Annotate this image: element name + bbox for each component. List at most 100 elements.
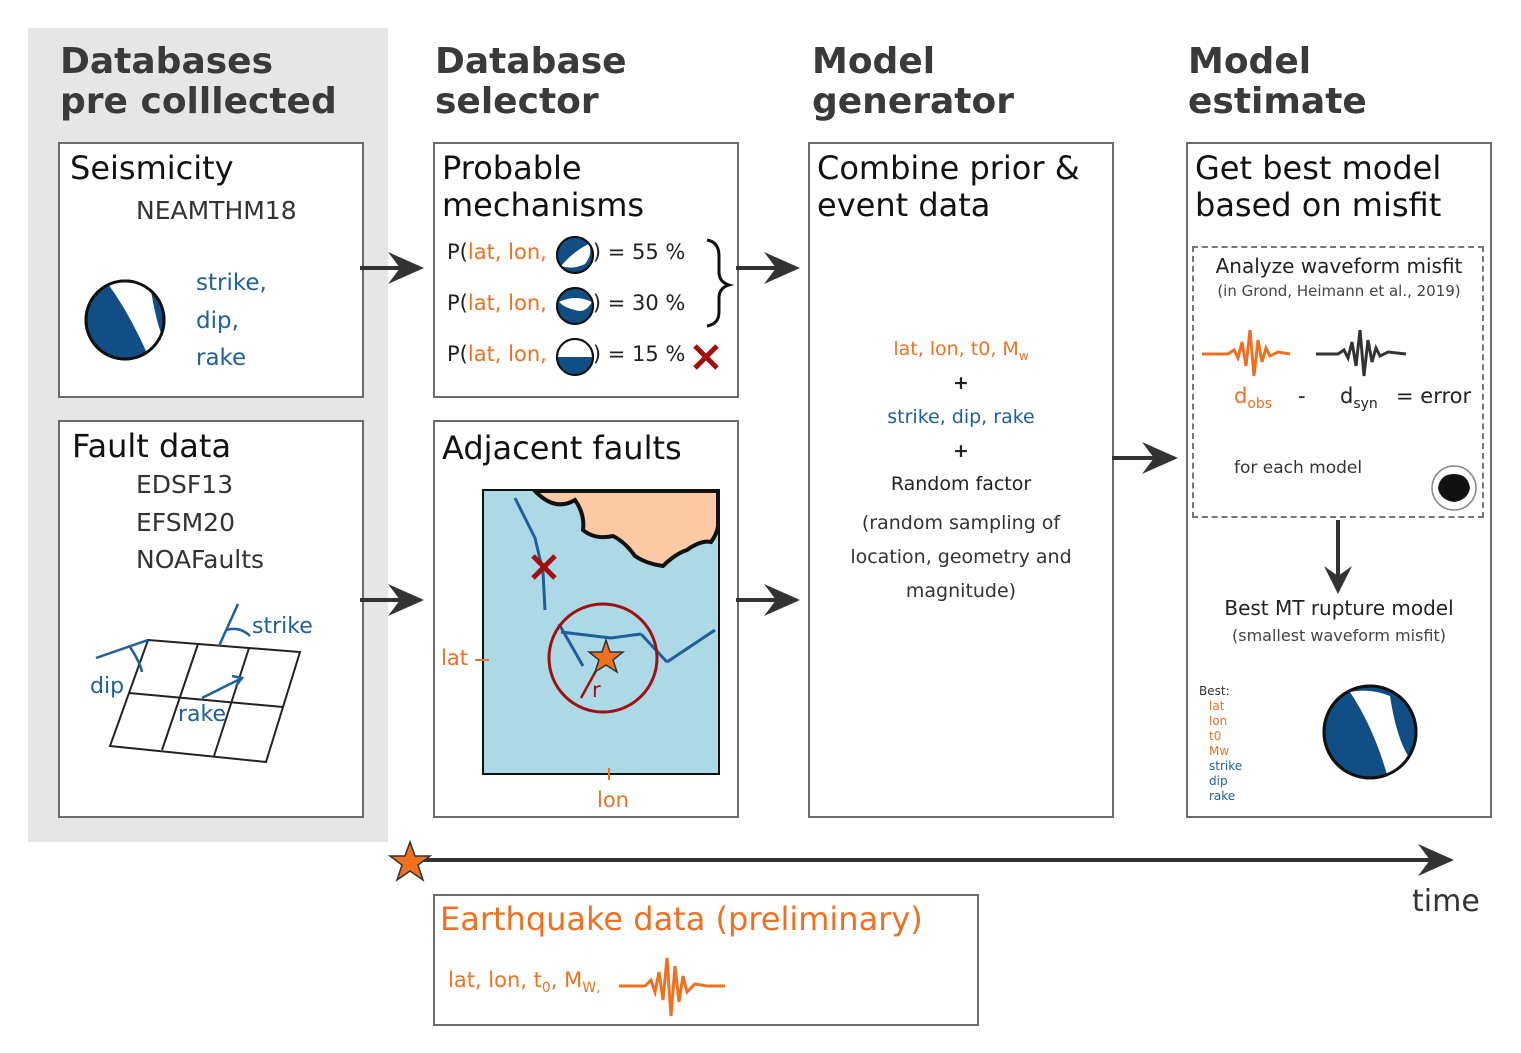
probability-row: P(lat, lon, ) = 55 % [447, 240, 685, 264]
citation-label: (in Grond, Heimann et al., 2019) [1217, 282, 1461, 300]
analyze-label: Analyze waveform misfit [1215, 254, 1463, 278]
row-prefix: P( [447, 240, 468, 264]
syn-sub: syn [1353, 396, 1378, 413]
row-suffix: ) = 55 % [592, 240, 686, 264]
label-strike: strike [252, 614, 313, 639]
best-param: lat [1209, 699, 1225, 713]
estimate-title: Get best model [1195, 149, 1442, 187]
best-params-list: Best: lat lon t0 Mw strike dip rake [1199, 684, 1242, 804]
map-lat-label: lat [441, 646, 468, 670]
mechanism-icons [556, 236, 735, 376]
epicenter-star-icon [586, 637, 626, 674]
best-param: strike [1209, 759, 1243, 773]
best-label: Best: [1199, 684, 1230, 698]
probability-row: P(lat, lon, ) = 15 % [447, 342, 685, 366]
d-letter: d [1340, 384, 1354, 408]
generator-title: Combine prior & [817, 149, 1080, 187]
column-title-estimate: Model estimate [1188, 42, 1367, 122]
column-title-databases: Databases pre colllected [60, 42, 337, 122]
fault-source: NOAFaults [136, 545, 265, 574]
model-generator-box: Combine prior & event data lat, lon, t0,… [808, 142, 1114, 818]
equals-error-label: = error [1396, 384, 1472, 408]
fault-map [475, 489, 720, 780]
mechanism-params: strike, dip, rake [887, 406, 1035, 428]
eq-m-sub: W, [582, 980, 601, 997]
param-dip: dip, [196, 308, 239, 334]
random-desc-line: (random sampling of [861, 512, 1061, 534]
reject-cross-icon [693, 344, 719, 370]
eq-params-text: lat, lon, t [448, 968, 542, 992]
row-suffix: ) = 15 % [592, 342, 686, 366]
each-model-label: for each model [1234, 458, 1363, 478]
beachball-icon [556, 236, 594, 274]
random-desc-line: location, geometry and [850, 546, 1072, 568]
column-title-line: estimate [1188, 81, 1367, 122]
beachball-icon [556, 338, 594, 376]
row-suffix: ) = 30 % [592, 291, 686, 315]
eq-t-sub: 0 [541, 980, 551, 997]
param-strike: strike, [196, 270, 267, 296]
row-coords: lat, lon, [467, 342, 547, 366]
down-arrow-icon [1324, 566, 1352, 594]
column-title-line: Model [1188, 41, 1312, 82]
column-title-line: generator [812, 81, 1014, 122]
model-estimate-box: Get best model based on misfit Analyze w… [1186, 142, 1492, 818]
label-dip: dip [90, 674, 125, 699]
column-title-generator: Model generator [812, 42, 1014, 122]
fault-source: EFSM20 [136, 508, 235, 537]
minus-label: - [1298, 384, 1306, 408]
random-factor-label: Random factor [890, 473, 1032, 495]
param-rake: rake [196, 345, 247, 371]
earthquake-title: Earthquake data (preliminary) [440, 900, 923, 938]
estimate-title: based on misfit [1195, 186, 1442, 224]
adjacent-title: Adjacent faults [442, 429, 682, 467]
best-param: Mw [1209, 744, 1230, 758]
generator-title: event data [817, 186, 991, 224]
row-prefix: P( [447, 291, 468, 315]
beachball-icon [556, 287, 594, 325]
probability-row: P(lat, lon,) = 30 % [447, 291, 685, 315]
fault-data-title: Fault data [72, 427, 232, 465]
event-params: lat, lon, t0, Mw [810, 338, 1112, 363]
random-description: (random sampling of location, geometry a… [810, 506, 1112, 608]
best-model-title: Best MT rupture model [1224, 596, 1454, 620]
random-desc-line: magnitude) [905, 580, 1017, 602]
d-syn-label: dsyn [1340, 384, 1378, 412]
column-title-selector: Database selector [435, 42, 627, 122]
probable-mechanisms-box: Probable mechanisms P(lat, lon,) = 55 % … [433, 142, 739, 398]
waveforms [1202, 329, 1477, 780]
beachball-icon [1322, 684, 1418, 780]
fault-data-box: Fault data EDSF13 EFSM20 NOAFaults strik… [58, 420, 364, 818]
reject-cross-icon [531, 554, 557, 580]
brace-icon [706, 238, 735, 328]
row-coords: lat, lon, [467, 240, 547, 264]
d-letter: d [1234, 384, 1248, 408]
probable-title: Probable [442, 149, 582, 187]
column-title-line: pre colllected [60, 81, 337, 122]
earthquake-params: lat, lon, t0, MW, [448, 968, 601, 996]
plus-sign: + [953, 372, 969, 394]
search-radius-circle [547, 602, 659, 714]
best-param: rake [1209, 789, 1236, 803]
earthquake-waveform [619, 957, 725, 1017]
beachball-icon [84, 279, 166, 361]
best-param: dip [1209, 774, 1228, 788]
d-obs-label: dobs [1234, 384, 1272, 412]
seismicity-source: NEAMTHM18 [136, 196, 297, 225]
row-prefix: P( [447, 342, 468, 366]
column-title-line: Database [435, 41, 627, 82]
misfit-dashed-box [1192, 246, 1484, 518]
column-title-line: Databases [60, 41, 274, 82]
map-lon-label: lon [597, 788, 629, 812]
obs-sub: obs [1247, 396, 1273, 413]
best-param: lon [1209, 714, 1228, 728]
plus-sign: + [953, 440, 969, 462]
event-params-sub: w [1018, 348, 1029, 363]
best-param: t0 [1209, 729, 1222, 743]
event-params-text: lat, lon, t0, M [893, 338, 1019, 360]
time-label: time [1412, 884, 1480, 919]
probable-title: mechanisms [442, 186, 645, 224]
best-model-sub: (smallest waveform misfit) [1232, 626, 1446, 645]
seismicity-title: Seismicity [70, 149, 234, 187]
column-title-line: selector [435, 81, 599, 122]
